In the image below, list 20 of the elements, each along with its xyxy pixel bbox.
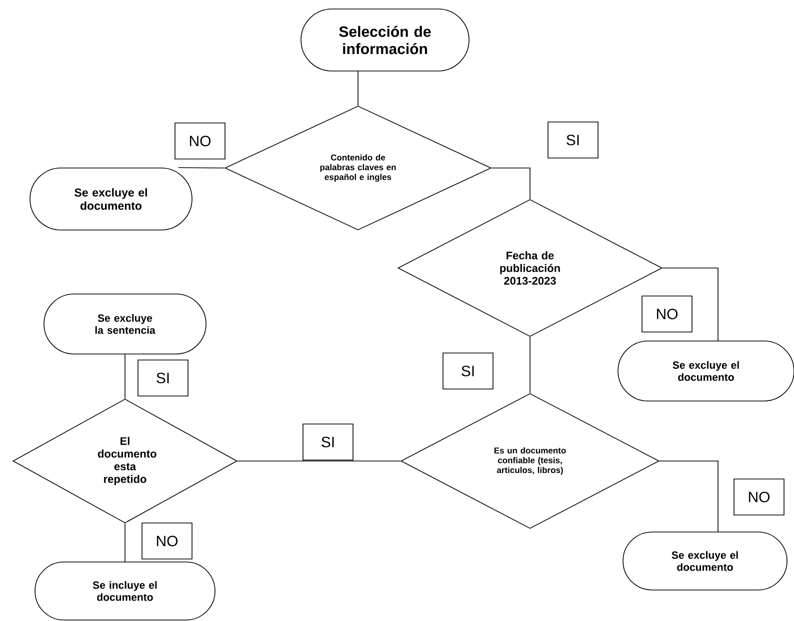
connector-line bbox=[124, 523, 126, 562]
edge-label: NO bbox=[142, 522, 192, 560]
edge-label: NO bbox=[642, 296, 692, 332]
connector-line bbox=[662, 268, 718, 341]
edge-label: SI bbox=[302, 424, 354, 460]
edge-label: SI bbox=[442, 352, 494, 390]
connector-line bbox=[124, 354, 126, 399]
edge-label: NO bbox=[734, 478, 784, 516]
terminal-box: Se incluye el documento bbox=[34, 562, 216, 620]
connector-line bbox=[491, 168, 530, 200]
terminal-box: Selección de información bbox=[300, 8, 470, 72]
edge-label: SI bbox=[138, 360, 188, 396]
terminal-box: Se excluye la sentencia bbox=[44, 294, 206, 354]
terminal-box: Se excluye el documento bbox=[30, 168, 192, 230]
connector-line bbox=[659, 460, 718, 532]
edge-label: SI bbox=[548, 122, 598, 158]
terminal-box: Se excluye el documento bbox=[622, 532, 788, 590]
edge-label: NO bbox=[174, 122, 226, 160]
connector-line bbox=[237, 460, 401, 462]
terminal-box: Se excluye el documento bbox=[618, 340, 794, 402]
